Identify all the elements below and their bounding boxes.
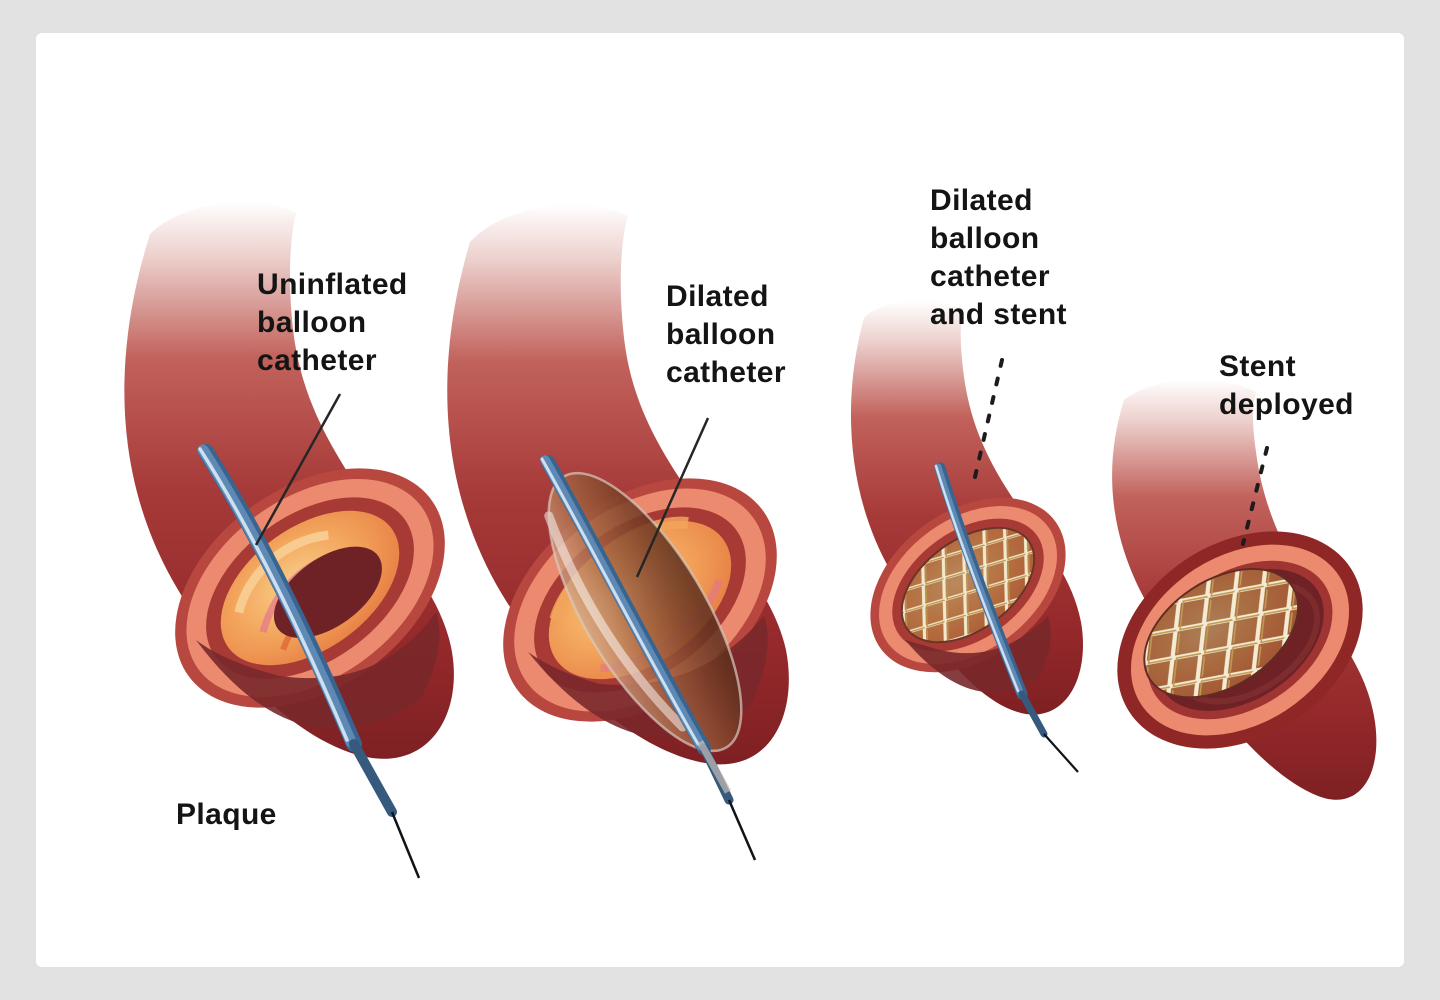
- artery-stage4: [1112, 379, 1377, 800]
- catheter-stage1-nose: [349, 739, 397, 817]
- artery-stage1: [124, 201, 454, 759]
- leader-line-stage4: [1241, 446, 1269, 546]
- catheter-stage3-nose: [1018, 690, 1048, 738]
- catheter-stage1: [197, 444, 421, 879]
- artery-stage3-cut-face: [870, 497, 1066, 673]
- label-dilated-balloon-catheter: Dilated balloon catheter: [666, 280, 786, 389]
- stent-mesh-stage3: [902, 528, 1034, 642]
- catheter-stage3: [934, 462, 1079, 773]
- catheter-stage2: [540, 455, 757, 861]
- guidewire-stage2: [727, 799, 757, 861]
- guidewire-stage3: [1043, 733, 1079, 773]
- artery-stage1-lumen-trough: [196, 612, 440, 730]
- leader-line-stage2: [635, 417, 710, 578]
- stent-mesh-stage4: [1145, 569, 1298, 697]
- label-dilated-balloon-catheter-and-stent: Dilated balloon catheter and stent: [930, 184, 1067, 331]
- leader-line-stage3: [973, 358, 1004, 479]
- artery-stage3: [850, 301, 1083, 715]
- balloon-neck-stage2: [696, 740, 732, 794]
- guidewire-stage1: [390, 811, 421, 879]
- artery-stage4-cut-face: [1117, 531, 1363, 749]
- label-plaque: Plaque: [176, 798, 277, 831]
- label-stent-deployed: Stent deployed: [1219, 350, 1354, 421]
- leader-line-stage1: [254, 393, 342, 546]
- label-uninflated-balloon-catheter: Uninflated balloon catheter: [257, 268, 408, 377]
